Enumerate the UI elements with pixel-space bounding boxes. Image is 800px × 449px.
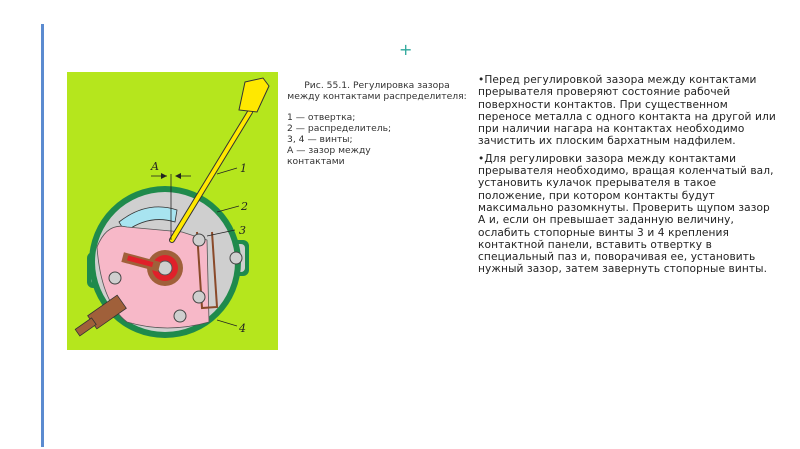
- legend-item: 2 — распределитель;: [287, 123, 392, 134]
- distributor-diagram: A 1 2 3 4: [67, 72, 278, 350]
- legend-item: контактами: [287, 156, 345, 167]
- paragraph-inspection: •Перед регулировкой зазора между контакт…: [478, 74, 776, 148]
- body-text: •Перед регулировкой зазора между контакт…: [478, 74, 778, 281]
- accent-line: [41, 24, 44, 447]
- paragraph-adjustment: •Для регулировки зазора между контактами…: [478, 152, 774, 276]
- svg-text:1: 1: [240, 162, 247, 175]
- legend-item: 1 — отвертка;: [287, 112, 356, 123]
- svg-text:A: A: [150, 160, 159, 173]
- legend-item: 3, 4 — винты;: [287, 134, 353, 145]
- caption-title: Рис. 55.1. Регулировка зазора между конт…: [287, 80, 467, 102]
- screwdriver: [170, 110, 252, 242]
- plus-icon: +: [399, 40, 413, 59]
- caption-legend: 1 — отвертка; 2 — распределитель; 3, 4 —…: [287, 112, 467, 167]
- figure-caption: Рис. 55.1. Регулировка зазора между конт…: [287, 80, 467, 167]
- terminal: [74, 294, 127, 337]
- legend-item: А — зазор между: [287, 145, 371, 156]
- svg-text:2: 2: [240, 200, 248, 213]
- svg-text:4: 4: [238, 322, 246, 335]
- svg-text:3: 3: [239, 224, 246, 237]
